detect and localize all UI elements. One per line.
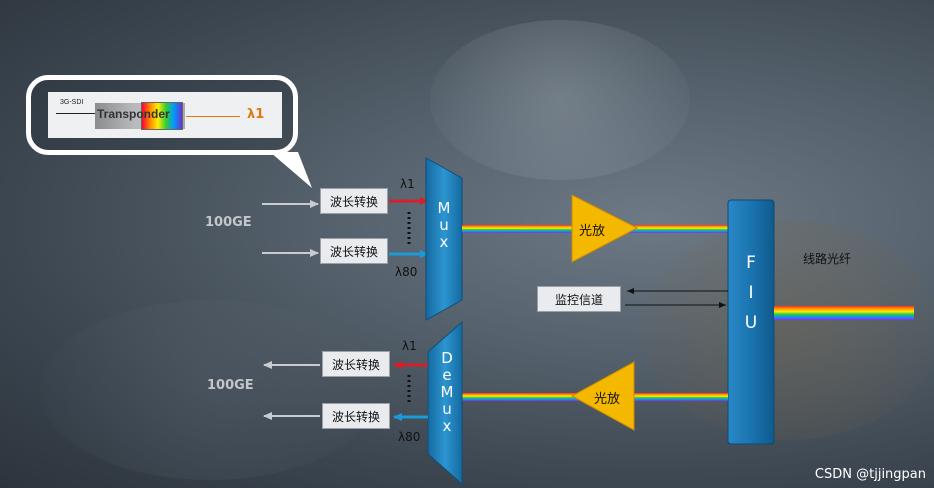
tx-converter-1: 波长转换 bbox=[320, 188, 388, 214]
demux-label: D e M u x bbox=[440, 349, 454, 435]
tx-lambda80-label: λ80 bbox=[395, 265, 418, 279]
supervisory-channel-box: 监控信道 bbox=[537, 286, 621, 312]
tx-converter-2: 波长转换 bbox=[320, 238, 388, 264]
rx-converter-2: 波长转换 bbox=[322, 403, 390, 429]
transponder-output-line bbox=[186, 116, 240, 117]
tx-100ge-label: 100GE bbox=[205, 215, 252, 230]
rx-amplifier-label: 光放 bbox=[594, 392, 621, 407]
rx-100ge-label: 100GE bbox=[207, 378, 254, 393]
watermark: CSDN @tjjingpan bbox=[814, 467, 926, 482]
tx-amplifier bbox=[571, 194, 639, 263]
callout-pointer bbox=[270, 152, 312, 188]
signal-line bbox=[56, 113, 96, 114]
rx-lambda80-label: λ80 bbox=[398, 430, 421, 444]
transponder-label: Transponder bbox=[97, 107, 170, 121]
transponder-lambda: λ1 bbox=[247, 107, 265, 122]
spectrum-icon bbox=[141, 102, 183, 130]
fiu-block bbox=[727, 199, 775, 445]
rx-converter-1: 波长转换 bbox=[322, 351, 390, 377]
mux-label: M u x bbox=[437, 199, 451, 251]
rx-amplifier bbox=[570, 361, 635, 431]
rx-lambda1-label: λ1 bbox=[402, 339, 417, 353]
fiu-label: F I U bbox=[744, 253, 758, 333]
tx-lambda1-label: λ1 bbox=[400, 177, 415, 191]
line-fiber bbox=[774, 306, 914, 320]
tx-amplifier-label: 光放 bbox=[579, 224, 606, 239]
mux-block bbox=[425, 157, 463, 321]
demux-block bbox=[427, 320, 463, 486]
signal-label: 3G-SDI bbox=[60, 99, 84, 106]
line-fiber-label: 线路光纤 bbox=[803, 252, 852, 266]
